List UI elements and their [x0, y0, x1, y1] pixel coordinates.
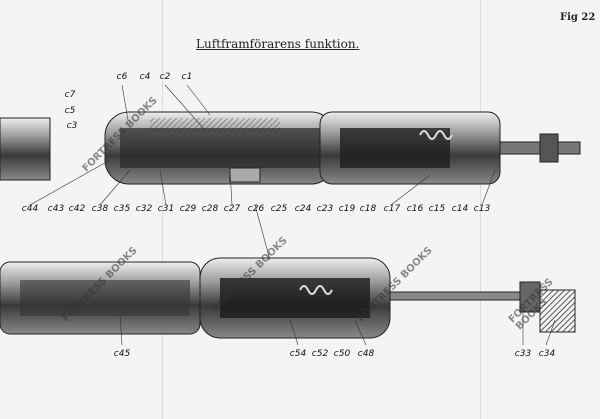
part-label: c48 — [357, 349, 375, 359]
part-label: c15 — [428, 204, 446, 214]
diagram-title: Luftframförarens funktion. — [196, 37, 360, 51]
part-label: c17 — [383, 204, 401, 214]
part-label: c27 — [223, 204, 241, 214]
part-label: c2 — [159, 72, 171, 82]
part-label: c33 — [514, 349, 532, 359]
part-label: c7 — [64, 90, 76, 100]
part-label: c50 — [333, 349, 351, 359]
part-label: c6 — [116, 72, 128, 82]
leader-lines — [29, 84, 556, 346]
part-label: c19 — [338, 204, 356, 214]
part-label: c16 — [406, 204, 424, 214]
part-label: c5 — [64, 106, 76, 116]
part-label: c4 — [139, 72, 151, 82]
part-label: c35 — [113, 204, 131, 214]
part-label: c31 — [157, 204, 175, 214]
part-label: c44 — [21, 204, 39, 214]
part-label: c45 — [113, 349, 131, 359]
part-label: c52 — [311, 349, 329, 359]
upper-assembly — [0, 111, 581, 185]
lower-assembly — [0, 257, 576, 339]
part-label: c38 — [91, 204, 109, 214]
part-label: c28 — [201, 204, 219, 214]
part-label: c26 — [247, 204, 265, 214]
part-label: c34 — [538, 349, 556, 359]
part-label: c18 — [359, 204, 377, 214]
page-fold — [162, 0, 163, 419]
part-label: c25 — [270, 204, 288, 214]
part-label: c43 — [47, 204, 65, 214]
part-label: c3 — [66, 121, 78, 131]
part-label: c23 — [316, 204, 334, 214]
part-label: c13 — [473, 204, 491, 214]
part-label: c14 — [451, 204, 469, 214]
part-label: c24 — [294, 204, 312, 214]
part-label: c32 — [135, 204, 153, 214]
part-label: c29 — [179, 204, 197, 214]
figure-number: Fig 22 — [560, 12, 596, 23]
part-label: c1 — [181, 72, 193, 82]
part-label: c42 — [68, 204, 86, 214]
page-fold — [480, 0, 481, 419]
part-label: c54 — [289, 349, 307, 359]
